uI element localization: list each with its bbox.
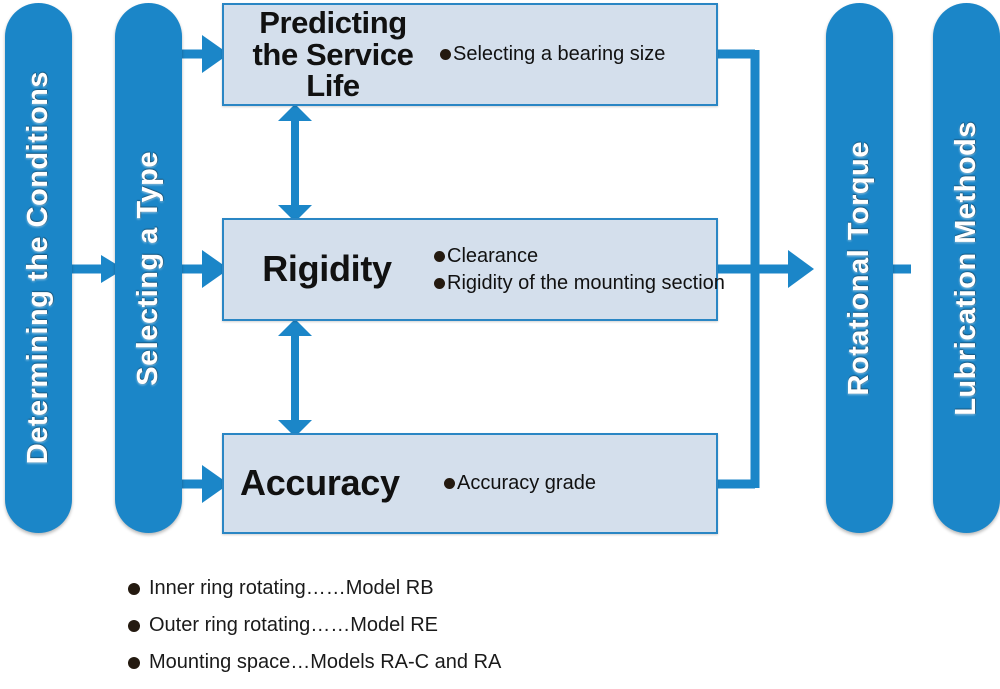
stage-determining-the-conditions[interactable]: Determining the Conditions [5, 3, 72, 533]
criteria-bullet-item: Selecting a bearing size [440, 41, 716, 68]
criteria-bullet-label: Accuracy grade [457, 472, 596, 494]
stage-label: Selecting a Type [132, 150, 164, 386]
bullet-dot-icon [444, 478, 455, 489]
stage-rotational-torque[interactable]: Rotational Torque [826, 3, 893, 533]
stage-selecting-a-type[interactable]: Selecting a Type [115, 3, 182, 533]
legend-item: Mounting space…Models RA-C and RA [128, 644, 648, 681]
legend-item-label: Inner ring rotating……Model RB [149, 577, 434, 599]
stage-label: Lubrication Methods [950, 120, 982, 416]
legend-item-label: Mounting space…Models RA-C and RA [149, 651, 502, 673]
criteria-bullet-list: Clearance Rigidity of the mounting secti… [430, 243, 725, 297]
criteria-box-rigidity[interactable]: Rigidity Clearance Rigidity of the mount… [222, 218, 725, 321]
criteria-bullet-item: Accuracy grade [444, 470, 716, 497]
criteria-bullet-label: Selecting a bearing size [453, 43, 666, 65]
criteria-title-line: Predicting [259, 5, 407, 41]
criteria-bullet-label: Clearance [447, 244, 539, 267]
criteria-bullet-item: Rigidity of the mounting section [434, 270, 725, 297]
bullet-dot-icon [434, 250, 445, 262]
bullet-dot-icon [128, 619, 140, 632]
criteria-title: Accuracy [224, 462, 438, 504]
criteria-title: Rigidity [224, 248, 430, 290]
arrow-service-life-rigidity-bidirectional [278, 104, 312, 222]
legend-item-label: Outer ring rotating……Model RE [149, 614, 439, 636]
arrow-torque-to-lubrication [893, 252, 933, 286]
legend: Inner ring rotating……Model RB Outer ring… [128, 570, 648, 681]
criteria-bullet-list: Accuracy grade [438, 470, 716, 497]
criteria-title-line: Rigidity [262, 248, 392, 290]
criteria-title-line: Accuracy [240, 462, 400, 504]
criteria-title-line: the Service Life [252, 36, 414, 104]
criteria-box-accuracy[interactable]: Accuracy Accuracy grade [222, 433, 718, 534]
bullet-dot-icon [128, 656, 140, 669]
bullet-dot-icon [440, 49, 451, 60]
legend-item: Outer ring rotating……Model RE [128, 607, 648, 644]
stage-label: Determining the Conditions [22, 71, 54, 465]
legend-item: Inner ring rotating……Model RB [128, 570, 648, 607]
arrow-rigidity-accuracy-bidirectional [278, 319, 312, 437]
criteria-bullet-label: Rigidity of the mounting section [447, 271, 725, 294]
criteria-box-service-life[interactable]: Predicting the Service Life Selecting a … [222, 3, 718, 106]
criteria-title: Predicting the Service Life [224, 7, 436, 102]
connector-boxes-to-rotational-torque [714, 49, 814, 489]
criteria-bullet-list: Selecting a bearing size [436, 41, 716, 68]
bullet-dot-icon [128, 582, 140, 595]
stage-label: Rotational Torque [843, 140, 875, 396]
stage-lubrication-methods[interactable]: Lubrication Methods [933, 3, 1000, 533]
bullet-dot-icon [434, 277, 445, 289]
criteria-bullet-item: Clearance [434, 243, 725, 270]
